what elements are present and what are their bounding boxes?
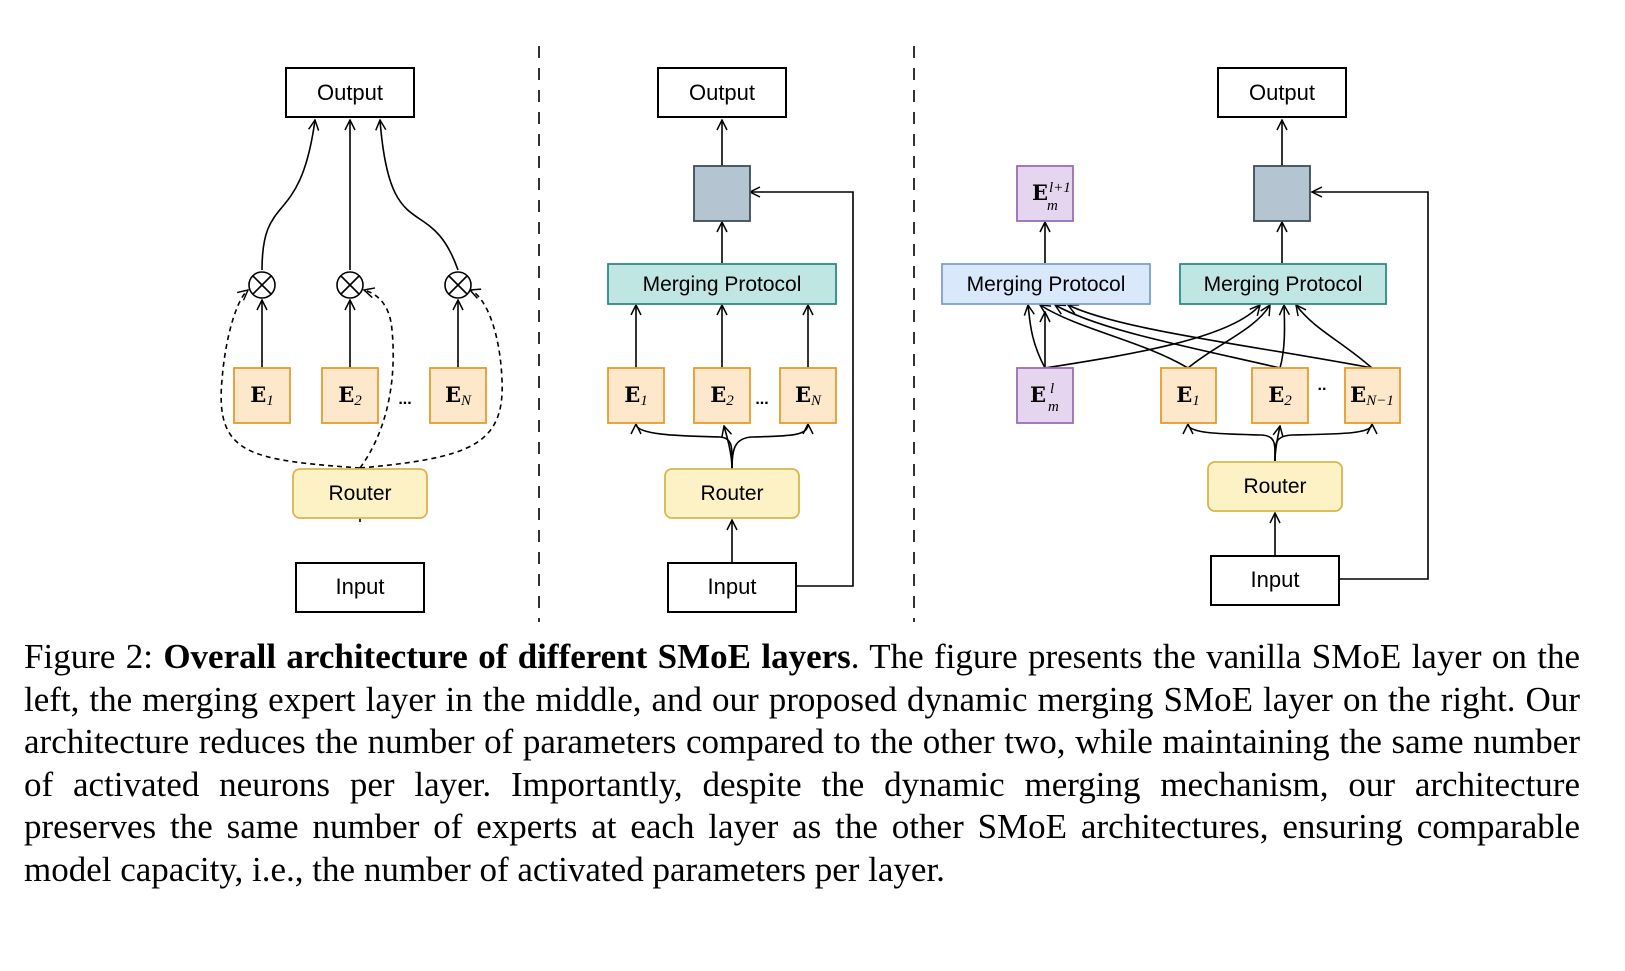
expert-en-merging: EN — [779, 367, 837, 424]
svg-text:m: m — [1047, 198, 1058, 214]
ellipsis-merging: ... — [755, 391, 768, 408]
input-label-merging: Input — [708, 574, 757, 599]
output-label-merging: Output — [689, 80, 755, 105]
router-box-vanilla — [292, 468, 428, 519]
router-box-dynamic — [1207, 461, 1343, 512]
expert-e2-vanilla: E2 — [321, 367, 379, 424]
figure-caption: Figure 2: Overall architecture of differ… — [24, 636, 1580, 891]
merged-expert-block-dynamic — [1253, 165, 1311, 222]
router-label-vanilla: Router — [328, 482, 391, 505]
caption-title: Overall architecture of different SMoE l… — [163, 637, 851, 676]
expert-e1-merging: E1 — [607, 367, 665, 424]
svg-text:EN−1: EN−1 — [1350, 382, 1394, 409]
input-label-vanilla: Input — [336, 574, 385, 599]
merging-protocol-label-left: Merging Protocol — [967, 273, 1126, 296]
router-box-merging — [664, 468, 800, 519]
multiply-node-n — [444, 271, 472, 299]
svg-text:E1: E1 — [624, 382, 648, 409]
svg-text:E: E — [1032, 180, 1048, 205]
output-box-dynamic — [1217, 67, 1347, 118]
merging-protocol-label-right: Merging Protocol — [1204, 273, 1363, 296]
merging-protocol-label-middle: Merging Protocol — [643, 273, 802, 296]
input-label-dynamic: Input — [1251, 567, 1300, 592]
figure-label: Figure 2: — [24, 637, 153, 676]
merging-protocol-box-middle — [607, 263, 837, 305]
expert-en-vanilla: EN — [429, 367, 487, 424]
panel-merging-expert: Output Merging Protocol E1 E2 ... EN Rou… — [607, 67, 854, 613]
panel-dynamic-merging-smoe: Output E l+1 m Merging Protocol Merging … — [941, 67, 1429, 606]
router-label-merging: Router — [700, 482, 763, 505]
svg-text:E1: E1 — [250, 382, 274, 409]
svg-text:E2: E2 — [710, 382, 734, 409]
ellipsis-dynamic: .. — [1318, 377, 1327, 394]
output-box-merging — [657, 67, 787, 118]
architecture-diagram: Output E1 E2 ... EN Router Input — [220, 46, 1429, 622]
multiply-node-1 — [248, 271, 276, 299]
input-box-dynamic — [1210, 555, 1340, 606]
merged-expert-next-layer: E l+1 m — [1016, 165, 1074, 222]
router-label-dynamic: Router — [1243, 475, 1306, 498]
svg-text:l+1: l+1 — [1049, 180, 1071, 196]
output-label-dynamic: Output — [1249, 80, 1315, 105]
merging-protocol-box-right — [1179, 263, 1387, 305]
svg-text:E1: E1 — [1176, 382, 1200, 409]
panel-vanilla-smoe: Output E1 E2 ... EN Router Input — [220, 67, 503, 613]
svg-text:E: E — [1030, 382, 1046, 407]
expert-e2-merging: E2 — [693, 367, 751, 424]
output-box-vanilla — [285, 67, 415, 118]
ellipsis-vanilla: ... — [398, 391, 411, 408]
merging-protocol-box-left — [941, 263, 1151, 305]
svg-text:E2: E2 — [1268, 382, 1292, 409]
input-box-vanilla — [295, 562, 425, 613]
merged-expert-block-merging — [693, 165, 751, 222]
multiply-node-2 — [336, 271, 364, 299]
svg-text:l: l — [1050, 381, 1054, 397]
expert-e1-vanilla: E1 — [233, 367, 291, 424]
output-label-vanilla: Output — [317, 80, 383, 105]
svg-text:m: m — [1048, 399, 1059, 415]
merged-expert-current-layer: E l m — [1016, 367, 1074, 424]
svg-text:EN: EN — [445, 382, 472, 409]
caption-body: . The figure presents the vanilla SMoE l… — [24, 637, 1580, 889]
expert-e2-dynamic: E2 — [1251, 367, 1309, 424]
input-box-merging — [667, 562, 797, 613]
expert-e1-dynamic: E1 — [1160, 367, 1217, 424]
svg-text:E2: E2 — [338, 382, 362, 409]
svg-text:EN: EN — [795, 382, 822, 409]
expert-en-minus-1-dynamic: EN−1 — [1344, 367, 1401, 424]
